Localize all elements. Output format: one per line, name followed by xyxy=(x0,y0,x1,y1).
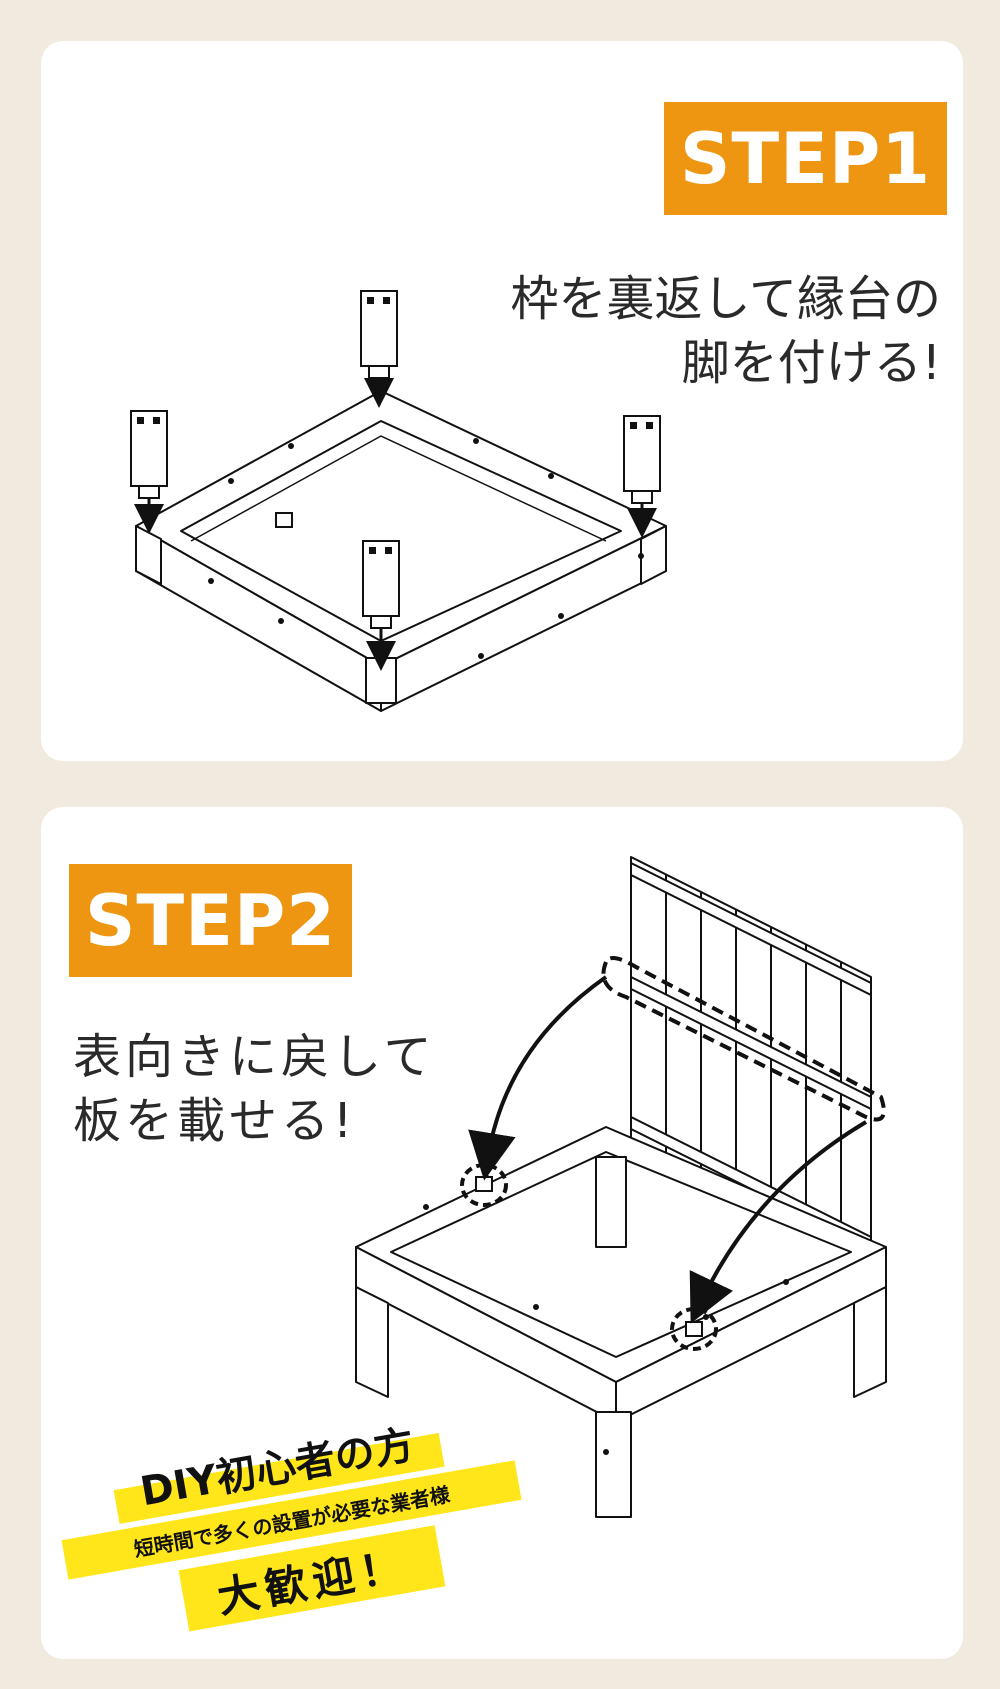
step2-instruction-line2: 板を載せる! xyxy=(73,1093,357,1149)
frame-with-legs-illustration xyxy=(130,290,667,712)
step1-card: STEP1 枠を裏返して縁台の 脚を付ける! xyxy=(41,41,963,761)
step2-card: STEP2 表向きに戻して 板を載せる! xyxy=(41,807,963,1659)
step1-instruction: 枠を裏返して縁台の 脚を付ける! xyxy=(510,267,941,395)
step2-instruction: 表向きに戻して 板を載せる! xyxy=(73,1025,436,1153)
step1-instruction-line1: 枠を裏返して縁台の xyxy=(510,271,941,327)
bench-with-slats-illustration xyxy=(355,856,887,1518)
step2-badge: STEP2 xyxy=(69,864,352,977)
step2-instruction-line1: 表向きに戻して xyxy=(73,1029,436,1085)
step1-badge: STEP1 xyxy=(664,102,947,215)
promo-banner: DIY初心者の方 短時間で多くの設置が必要な業者様 大歓迎！ xyxy=(45,1364,538,1670)
step1-instruction-line2: 脚を付ける! xyxy=(681,335,941,391)
